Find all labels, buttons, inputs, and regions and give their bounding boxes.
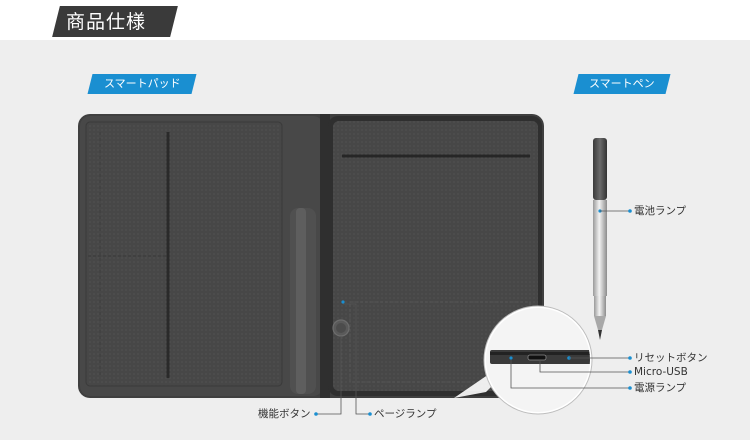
callout-function-button: 機能ボタン xyxy=(258,408,311,420)
callout-dots xyxy=(314,209,632,416)
callout-reset-button: リセットボタン xyxy=(634,352,708,364)
callout-power-lamp: 電源ランプ xyxy=(634,382,687,394)
smartpen xyxy=(593,138,607,340)
header: 商品仕様 xyxy=(0,0,750,40)
page-title: 商品仕様 xyxy=(66,11,147,33)
callout-page-lamp: ページランプ xyxy=(374,408,437,420)
callout-battery-lamp: 電池ランプ xyxy=(634,205,687,217)
smartpad-folio xyxy=(78,114,544,398)
callout-lines xyxy=(316,210,630,415)
callout-micro-usb: Micro-USB xyxy=(634,366,688,378)
zoom-inset xyxy=(454,305,593,415)
